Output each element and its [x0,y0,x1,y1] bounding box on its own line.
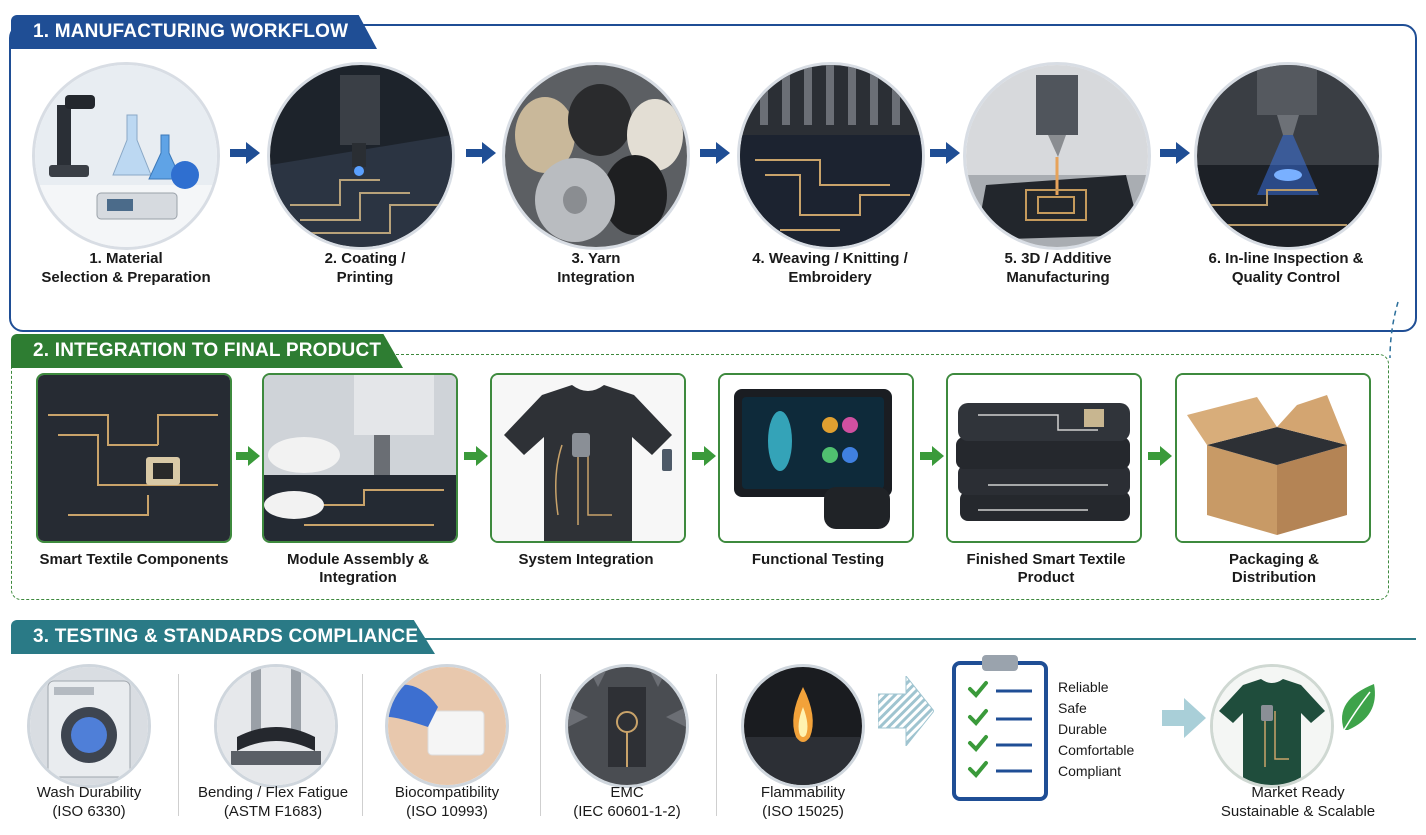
integration-section-frame [11,354,1389,600]
testing-section-title: 3. TESTING & STANDARDS COMPLIANCE [11,620,435,654]
divider [362,674,363,816]
connector-line [1380,300,1400,360]
yarn-integration-image [502,62,690,250]
checklist-item: Reliable [1058,679,1109,695]
smart-textile-components-image [36,373,232,543]
integration-section-title: 2. INTEGRATION TO FINAL PRODUCT [11,334,403,368]
coating-printing-image [267,62,455,250]
flammability-image [741,664,865,788]
arrow-right-icon [700,142,730,164]
checklist-item: Comfortable [1058,742,1135,758]
biocompatibility-image [385,664,509,788]
arrow-right-icon [236,446,260,466]
divider [540,674,541,816]
emc-chamber-image [565,664,689,788]
test-label-emc: EMC(IEC 60601-1-2) [573,784,681,820]
market-ready-image [1210,664,1334,788]
arrow-right-icon [1160,142,1190,164]
test-label-flex: Bending / Flex Fatigue(ASTM F1683) [197,784,349,820]
weaving-knitting-image [737,62,925,250]
wash-durability-image [27,664,151,788]
arrow-right-icon [466,142,496,164]
arrow-right-icon [930,142,960,164]
testing-section-frame [11,638,1416,828]
checklist-item: Durable [1058,721,1108,737]
step-label-inspection: 6. In-line Inspection &Quality Control [1208,250,1364,286]
arrow-right-icon [878,676,934,746]
step-label-coating: 2. Coating /Printing [324,250,406,286]
material-selection-image [32,62,220,250]
additive-manufacturing-image [963,62,1151,250]
packaging-image [1175,373,1371,543]
functional-testing-image [718,373,914,543]
inline-inspection-image [1194,62,1382,250]
manufacturing-section-title: 1. MANUFACTURING WORKFLOW [11,15,377,49]
step-label-system-integration: System Integration [518,551,654,568]
divider [178,674,179,816]
test-label-biocompatibility: Biocompatibility(ISO 10993) [394,784,500,820]
divider [716,674,717,816]
leaf-icon [1334,680,1380,736]
arrow-right-icon [230,142,260,164]
flex-fatigue-image [214,664,338,788]
arrow-right-icon [1148,446,1172,466]
arrow-right-icon [920,446,944,466]
step-label-functional-testing: Functional Testing [751,551,885,568]
checklist-item: Compliant [1058,763,1122,779]
system-integration-image [490,373,686,543]
step-label-module-assembly: Module Assembly &Integration [287,551,429,586]
arrow-right-icon [692,446,716,466]
arrow-right-icon [464,446,488,466]
manufacturing-section-frame [9,24,1417,332]
module-assembly-image [262,373,458,543]
step-label-packaging: Packaging &Distribution [1228,551,1320,586]
step-label-components: Smart Textile Components [39,551,229,568]
test-label-flammability: Flammability(ISO 15025) [760,784,846,820]
test-label-wash: Wash Durability(ISO 6330) [36,784,142,820]
clipboard-checklist-icon [950,655,1050,803]
checklist-item: Safe [1058,700,1087,716]
arrow-right-icon [1162,698,1206,738]
finished-product-image [946,373,1142,543]
step-label-weaving: 4. Weaving / Knitting /Embroidery [752,250,908,286]
